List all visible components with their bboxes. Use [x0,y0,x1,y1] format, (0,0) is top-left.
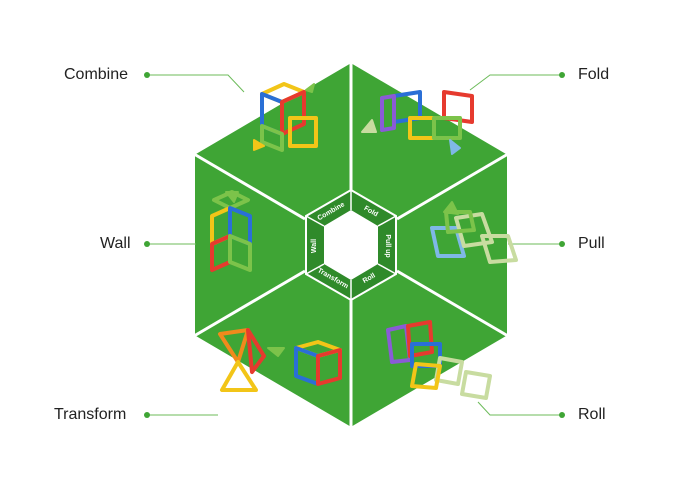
connectors [147,74,562,416]
hub-label-wall: Wall [311,239,318,253]
transform-illustration [218,328,342,392]
label-pull: Pull [578,235,605,252]
label-fold: Fold [578,66,610,83]
label-wall: Wall [100,235,131,252]
hub-hole [324,210,378,280]
fold-illustration [361,90,474,155]
hub-dividers [305,190,397,300]
combine-illustration [253,82,318,152]
label-roll: Roll [578,406,606,423]
roll-illustration [386,320,492,400]
segment-dividers [193,62,509,428]
wall-illustration [210,190,252,272]
label-combine: Combine [64,66,129,83]
label-transform: Transform [54,406,127,423]
hub-label-pull: Pull up [384,234,391,257]
connector-dots [144,72,565,418]
pull-illustration [430,201,518,264]
